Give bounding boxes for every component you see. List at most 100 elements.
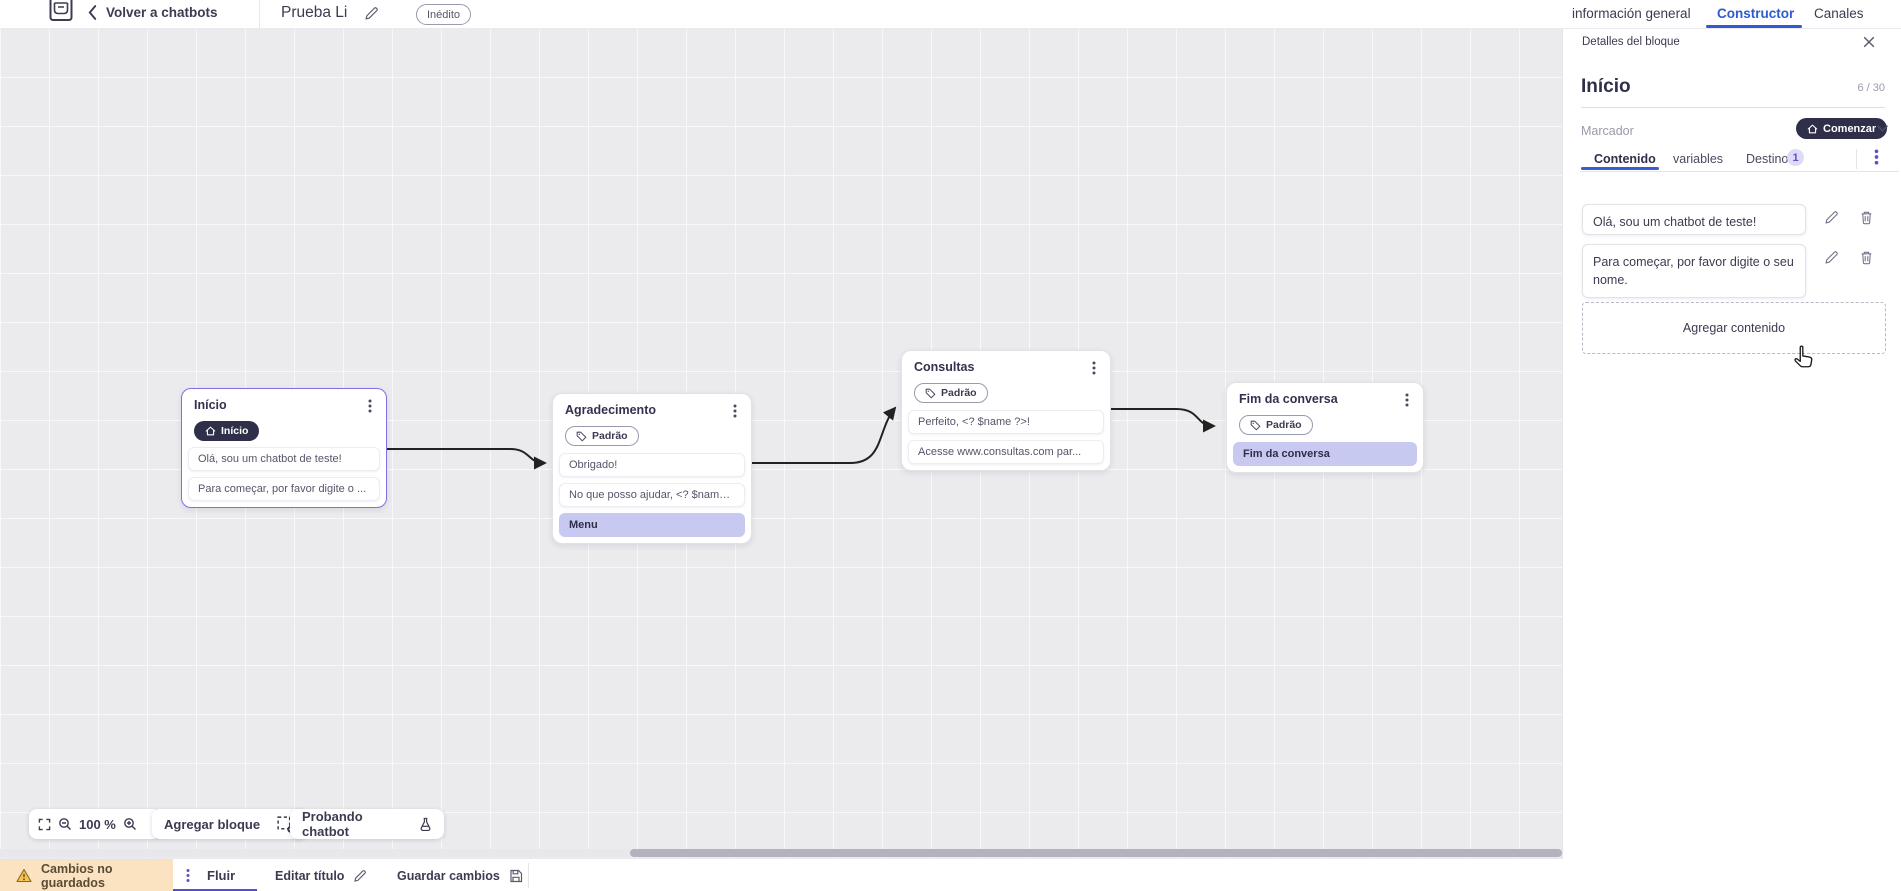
- add-content-button[interactable]: Agregar contenido: [1582, 302, 1886, 354]
- start-badge: Início: [194, 421, 260, 441]
- test-chatbot-label: Probando chatbot: [302, 809, 363, 839]
- block-menu-row[interactable]: Menu: [559, 512, 745, 537]
- close-icon[interactable]: [1863, 36, 1875, 48]
- chevron-down-icon[interactable]: [1877, 125, 1888, 132]
- block-inicio[interactable]: Início Início Olá, sou um chatbot de tes…: [181, 388, 387, 508]
- panel-tabs-divider: [1856, 149, 1857, 169]
- panel-title: Detalles del bloque: [1582, 36, 1680, 48]
- warning-triangle-icon: [16, 868, 32, 883]
- tag-icon: [576, 431, 587, 442]
- test-chatbot-button[interactable]: Probando chatbot: [290, 809, 444, 839]
- edge-consultas-fim: [1097, 408, 1216, 433]
- add-block-label: Agregar bloque: [164, 816, 261, 832]
- default-badge-label: Padrão: [1266, 419, 1302, 431]
- pencil-icon: [353, 869, 367, 883]
- app-logo[interactable]: [49, 0, 73, 22]
- block-message-row[interactable]: Perfeito, <? $name ?>!: [908, 409, 1104, 434]
- flow-tab-label: Fluir: [207, 868, 236, 883]
- default-badge: Padrão: [565, 426, 639, 446]
- warning-label: Cambios no guardados: [41, 861, 113, 890]
- panel-tab-contenido[interactable]: Contenido: [1594, 152, 1656, 166]
- block-menu-icon[interactable]: [366, 398, 374, 414]
- save-label: Guardar cambios: [397, 868, 500, 883]
- active-tab-underline: [1706, 25, 1802, 28]
- bottom-status-bar: Cambios no guardados Fluir Editar título…: [0, 858, 1563, 891]
- flask-icon: [419, 817, 432, 831]
- block-menu-icon[interactable]: [1403, 392, 1411, 408]
- panel-tab-variables[interactable]: variables: [1673, 152, 1724, 166]
- chatbot-title: Prueba Li: [281, 4, 348, 21]
- edit-message-icon[interactable]: [1824, 210, 1839, 225]
- tab-canales[interactable]: Canales: [1814, 6, 1864, 21]
- block-message-row[interactable]: Acesse www.consultas.com par...: [908, 439, 1104, 464]
- block-menu-icon[interactable]: [1090, 360, 1098, 376]
- name-input-underline: [1581, 107, 1885, 108]
- default-badge: Padrão: [1239, 415, 1313, 435]
- panel-tab-destino[interactable]: Destino: [1746, 152, 1789, 166]
- start-badge-label: Início: [221, 425, 249, 437]
- content-message-card[interactable]: Para começar, por favor digite o seu nom…: [1582, 244, 1806, 298]
- edge-inicio-agradecimento: [374, 448, 547, 470]
- add-block-button[interactable]: Agregar bloque: [152, 809, 307, 839]
- marker-select[interactable]: Comenzar: [1796, 118, 1888, 139]
- block-menu-icon[interactable]: [731, 403, 739, 419]
- unsaved-changes-warning: Cambios no guardados: [0, 859, 173, 891]
- destino-count-badge: 1: [1787, 149, 1804, 166]
- block-menu-row[interactable]: Fim da conversa: [1233, 441, 1417, 466]
- marker-value: Comenzar: [1823, 122, 1877, 135]
- block-name-input[interactable]: Início: [1581, 76, 1631, 97]
- block-details-panel: Detalles del bloque Início 6 / 30 Marcad…: [1562, 28, 1901, 891]
- fit-screen-icon[interactable]: [38, 818, 51, 831]
- back-label: Volver a chatbots: [106, 5, 218, 20]
- home-icon: [1807, 124, 1818, 134]
- delete-message-icon[interactable]: [1859, 250, 1874, 265]
- home-icon: [205, 426, 216, 436]
- status-badge: Inédito: [416, 4, 472, 25]
- default-badge: Padrão: [914, 383, 988, 403]
- flow-menu-icon[interactable]: [184, 867, 192, 884]
- default-badge-label: Padrão: [592, 430, 628, 442]
- block-consultas[interactable]: Consultas Padrão Perfeito, <? $name ?>! …: [901, 350, 1111, 471]
- name-char-counter: 6 / 30: [1857, 82, 1885, 94]
- block-title: Agradecimento: [565, 403, 656, 417]
- marker-label: Marcador: [1581, 124, 1634, 138]
- flow-tab[interactable]: Fluir: [173, 859, 257, 891]
- block-title: Fim da conversa: [1239, 392, 1338, 406]
- flow-canvas[interactable]: Início Início Olá, sou um chatbot de tes…: [0, 28, 1563, 858]
- tab-informacion-general[interactable]: información general: [1572, 6, 1691, 21]
- save-changes-button[interactable]: Guardar cambios: [397, 859, 523, 891]
- zoom-level: 100 %: [79, 816, 116, 832]
- edge-agradecimento-consultas: [738, 406, 897, 464]
- panel-section-divider: [1580, 171, 1899, 172]
- edit-title-label: Editar título: [275, 868, 345, 883]
- edit-message-icon[interactable]: [1824, 250, 1839, 265]
- edit-title-icon[interactable]: [364, 6, 379, 21]
- save-icon: [509, 869, 523, 883]
- horizontal-scrollbar-thumb[interactable]: [630, 849, 1562, 857]
- delete-message-icon[interactable]: [1859, 210, 1874, 225]
- zoom-controls: 100 %: [29, 809, 161, 839]
- content-message-card[interactable]: Olá, sou um chatbot de teste!: [1582, 204, 1806, 235]
- top-header: Volver a chatbots Prueba Li Inédito info…: [0, 0, 1901, 29]
- block-message-row[interactable]: Olá, sou um chatbot de teste!: [188, 447, 380, 471]
- block-title: Consultas: [914, 360, 975, 374]
- block-message-row[interactable]: No que posso ajudar, <? $name ...: [559, 482, 745, 507]
- panel-menu-icon[interactable]: [1874, 149, 1879, 165]
- tag-icon: [1250, 420, 1261, 431]
- zoom-out-icon[interactable]: [58, 817, 72, 831]
- block-agradecimento[interactable]: Agradecimento Padrão Obrigado! No que po…: [552, 393, 752, 544]
- chevron-left-icon: [88, 5, 97, 20]
- block-fim-da-conversa[interactable]: Fim da conversa Padrão Fim da conversa: [1226, 382, 1424, 473]
- statusbar-divider: [528, 863, 529, 888]
- tag-icon: [925, 388, 936, 399]
- block-title: Início: [194, 398, 227, 412]
- tab-constructor[interactable]: Constructor: [1717, 6, 1795, 21]
- block-message-row[interactable]: Obrigado!: [559, 452, 745, 477]
- zoom-in-icon[interactable]: [123, 817, 137, 831]
- edit-title-button[interactable]: Editar título: [275, 859, 367, 891]
- header-divider: [259, 0, 260, 28]
- back-to-chatbots[interactable]: Volver a chatbots: [88, 5, 218, 20]
- block-message-row[interactable]: Para começar, por favor digite o ...: [188, 477, 380, 501]
- panel-active-tab-underline: [1581, 167, 1659, 170]
